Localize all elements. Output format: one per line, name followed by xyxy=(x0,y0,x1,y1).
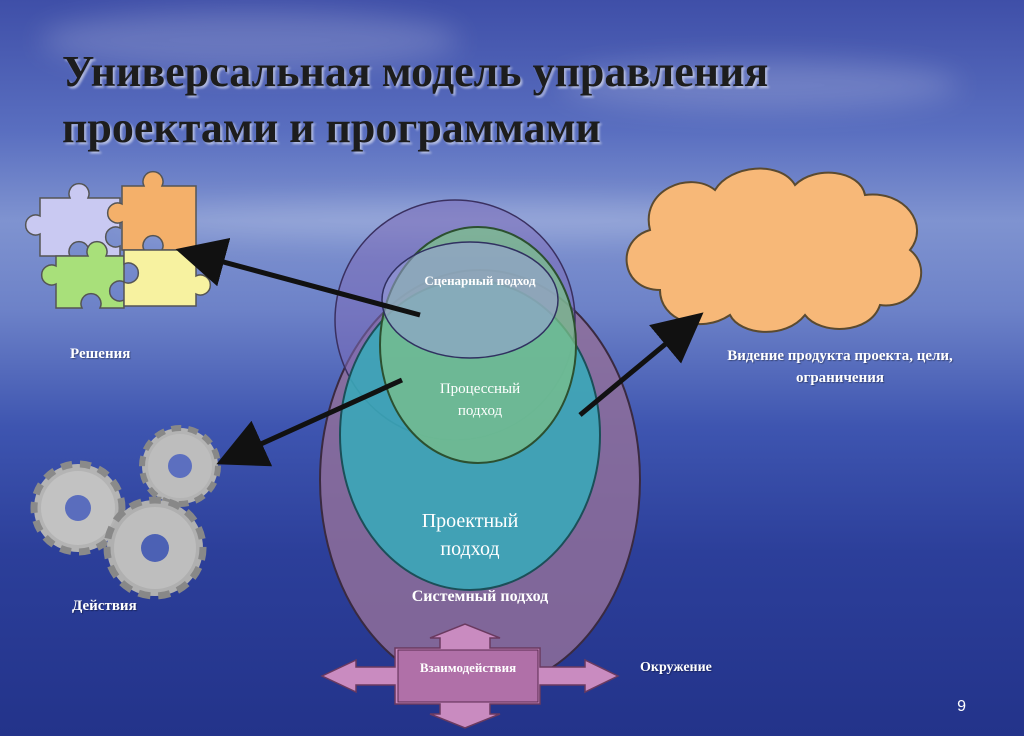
process-label-line-1: Процессный xyxy=(439,381,521,397)
process-label-line-2: подход xyxy=(457,403,503,419)
vision-label-line-2: ограничения xyxy=(796,370,884,386)
gears-icon xyxy=(30,425,221,600)
vision-label-line-1: Видение продукта проекта, цели, xyxy=(727,348,953,364)
system-label: Системный подход xyxy=(411,588,549,605)
puzzle-icon xyxy=(24,170,212,309)
cloud-shape xyxy=(625,167,923,333)
slide-title: Универсальная модель управления проектам… xyxy=(62,44,962,156)
process-label: Процессный подход xyxy=(410,378,550,422)
interaction-arrow xyxy=(320,623,620,729)
arrow-to-actions xyxy=(216,377,404,467)
cloud-streak xyxy=(560,60,960,110)
decisions-label: Решения xyxy=(70,346,131,362)
puzzle-piece-lavender xyxy=(24,182,121,257)
arrow-to-decisions xyxy=(175,237,421,318)
project-label-line-1: Проектный xyxy=(421,510,519,532)
arrow-to-vision xyxy=(578,312,704,417)
project-label: Проектный подход xyxy=(390,507,550,563)
scenario-label: Сценарный подход xyxy=(424,273,536,288)
project-label-line-2: подход xyxy=(440,538,500,560)
gear-icon xyxy=(30,460,126,556)
puzzle-piece-yellow xyxy=(123,249,212,307)
puzzle-piece-orange xyxy=(106,170,197,251)
gear-icon xyxy=(103,496,207,600)
vision-label: Видение продукта проекта, цели, ограниче… xyxy=(680,345,1000,389)
gear-icon xyxy=(139,425,221,507)
interaction-label: Взаимодействия xyxy=(419,660,517,675)
cloud-streak xyxy=(40,10,460,70)
actions-label: Действия xyxy=(72,598,137,614)
puzzle-piece-green xyxy=(40,240,125,309)
environment-label: Окружение xyxy=(640,660,712,675)
scenario-ellipse xyxy=(381,241,559,359)
title-line-1: Универсальная модель управления xyxy=(62,47,769,96)
title-line-2: проектами и программами xyxy=(62,103,601,152)
page-number: 9 xyxy=(957,698,966,715)
